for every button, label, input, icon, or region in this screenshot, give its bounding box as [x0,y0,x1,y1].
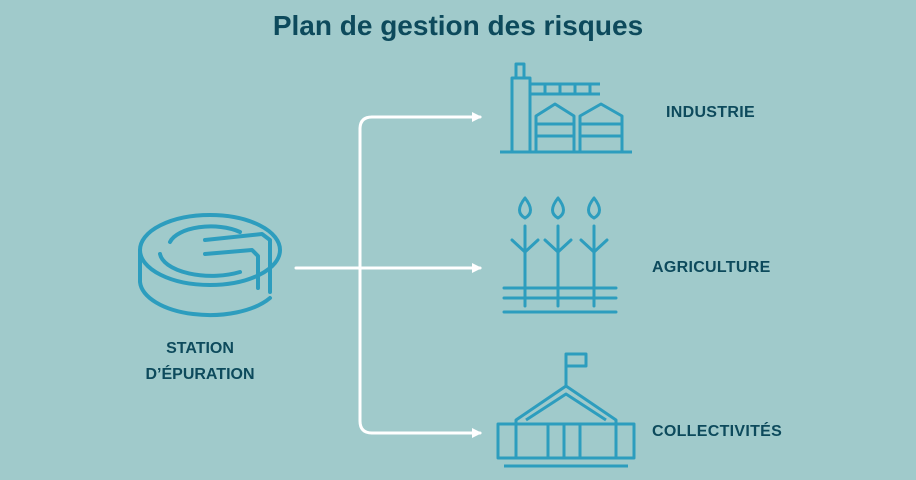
label-industrie: INDUSTRIE [666,104,755,121]
diagram-title: Plan de gestion des risques [272,10,644,41]
label-collectivites: COLLECTIVITÉS [652,423,783,440]
station-label: STATION D’ÉPURATION [120,336,280,388]
factory-icon [500,62,632,154]
station-label-line1: STATION [166,340,234,357]
connector-lines [294,112,482,438]
connector-spine [358,115,374,435]
label-agriculture: AGRICULTURE [652,259,771,276]
crops-icon [502,196,618,314]
treatment-tank-icon [138,213,282,318]
station-label-line2: D’ÉPURATION [145,366,255,383]
town-hall-icon [496,352,636,468]
